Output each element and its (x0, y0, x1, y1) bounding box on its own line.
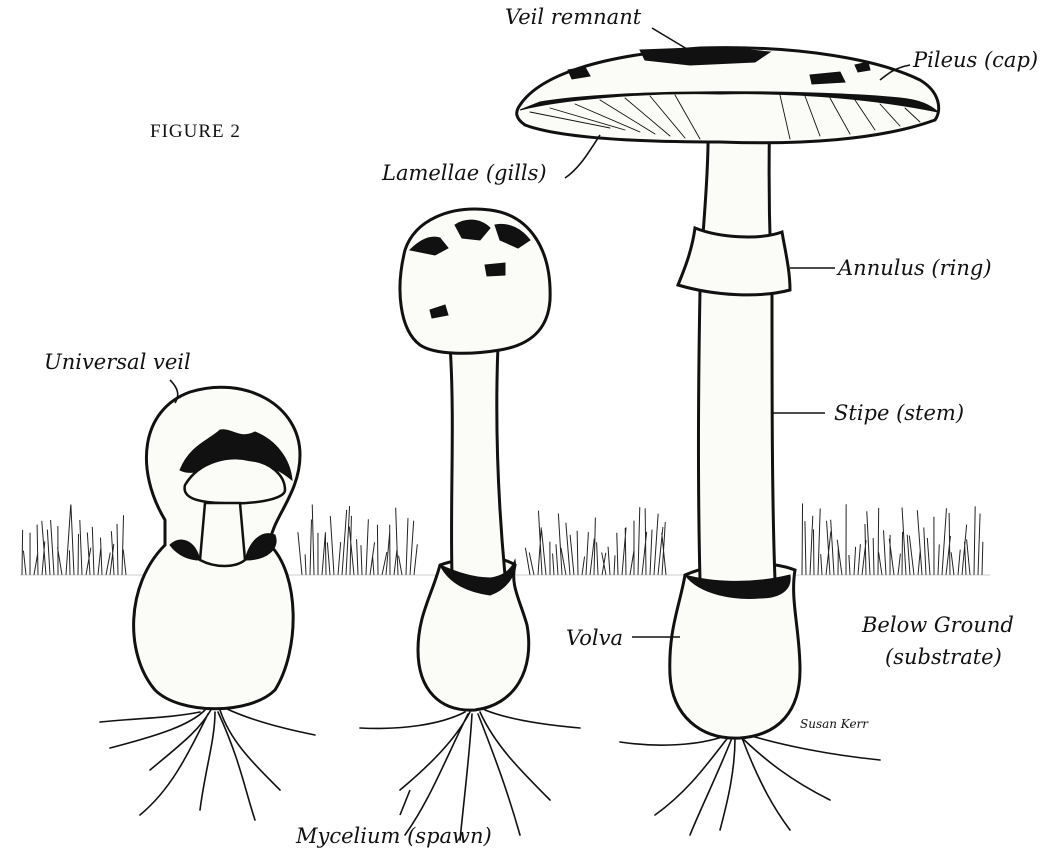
mycelium-roots-2 (360, 710, 580, 840)
mycelium-roots-1 (100, 708, 315, 820)
artist-signature: Susan Kerr (800, 717, 869, 731)
label-universal-veil: Universal veil (44, 350, 191, 374)
figure-title: FIGURE 2 (150, 121, 241, 142)
label-below-ground: Below Ground (861, 613, 1014, 637)
annulus-ring (678, 228, 790, 295)
label-mycelium: Mycelium (spawn) (295, 824, 492, 848)
label-substrate: (substrate) (885, 645, 1002, 669)
button-stem (450, 345, 505, 580)
egg-stem-1 (200, 503, 245, 566)
label-pileus: Pileus (cap) (912, 48, 1038, 72)
leader-lamellae (565, 135, 600, 178)
mushroom-button-stage (360, 209, 580, 840)
label-annulus: Annulus (ring) (836, 256, 992, 280)
label-veil-remnant: Veil remnant (505, 5, 642, 29)
leader-mycelium (400, 790, 410, 815)
label-lamellae: Lamellae (gills) (381, 161, 547, 185)
mycelium-roots-3 (620, 734, 880, 835)
label-volva: Volva (566, 626, 623, 650)
mature-stem (699, 105, 776, 586)
label-stipe: Stipe (stem) (834, 401, 964, 425)
mushroom-egg-stage (100, 387, 315, 820)
